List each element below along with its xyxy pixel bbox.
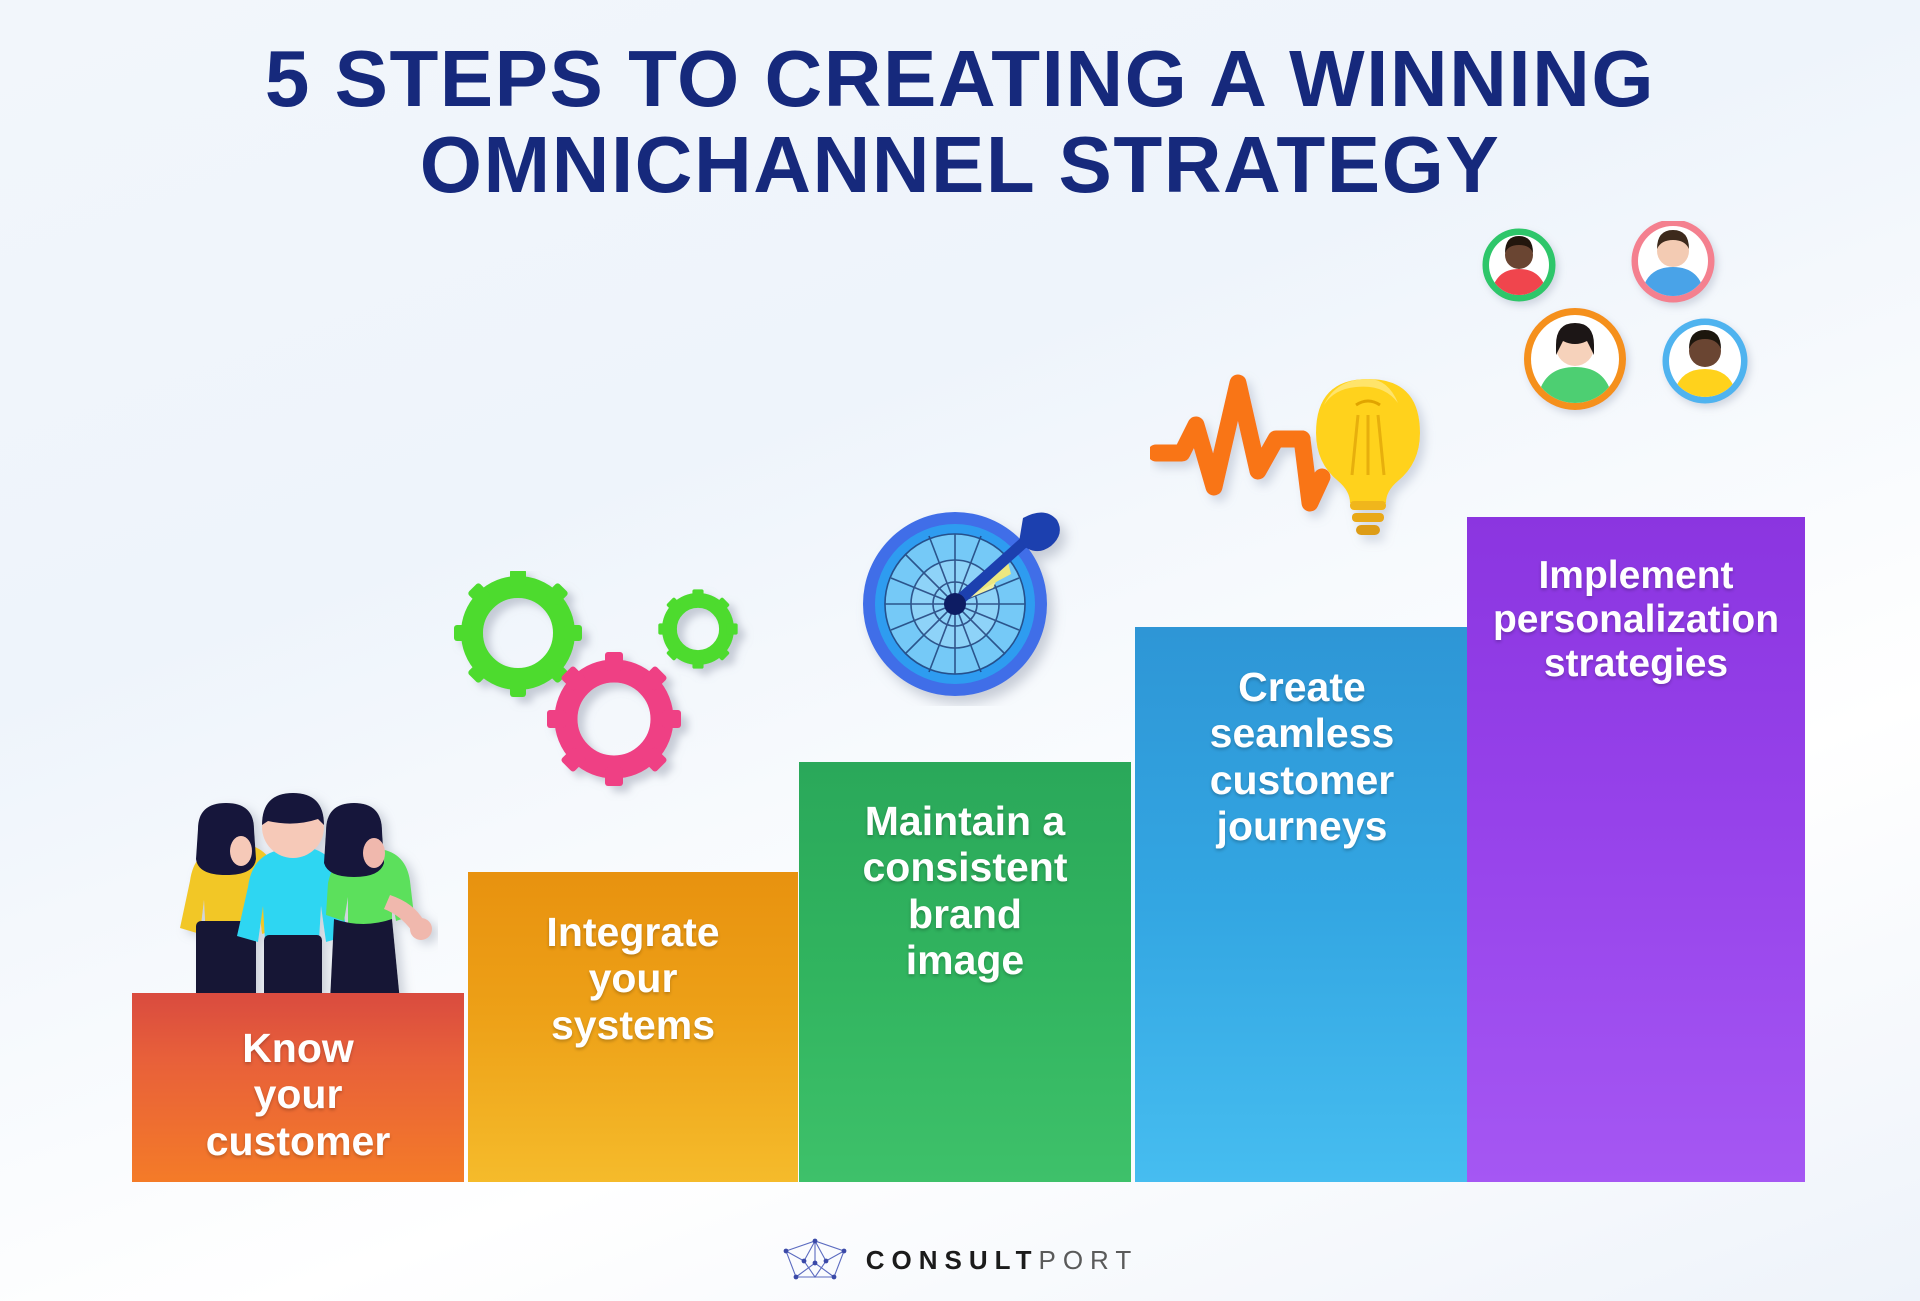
step-bar-2[interactable]: Integrate your systems bbox=[468, 872, 798, 1182]
brand-bold: CONSULT bbox=[865, 1244, 1039, 1275]
dartboard-target-icon bbox=[855, 496, 1090, 706]
page-title: 5 STEPS TO CREATING A WINNING OMNICHANNE… bbox=[0, 34, 1920, 210]
title-line-2: OMNICHANNEL STRATEGY bbox=[419, 120, 1501, 210]
brand-light: PORT bbox=[1038, 1244, 1139, 1275]
step-bar-4[interactable]: Create seamless customer journeys bbox=[1135, 627, 1469, 1182]
step-bar-5[interactable]: Implement personalization strategies bbox=[1467, 517, 1805, 1182]
consultport-crown-logo-icon bbox=[782, 1237, 848, 1283]
step-label-2: Integrate your systems bbox=[546, 909, 720, 1048]
brand-wordmark: CONSULTPORT bbox=[866, 1245, 1139, 1276]
footer-branding: CONSULTPORT bbox=[0, 1237, 1920, 1283]
title-line-1: 5 STEPS TO CREATING A WINNING bbox=[264, 34, 1656, 123]
step-bar-1[interactable]: Know your customer bbox=[132, 993, 464, 1182]
people-group-icon bbox=[138, 769, 438, 1001]
lightbulb-idea-icon bbox=[1147, 371, 1440, 561]
step-bar-3[interactable]: Maintain a consistent brand image bbox=[799, 762, 1131, 1182]
step-label-4: Create seamless customer journeys bbox=[1209, 664, 1395, 849]
user-avatars-icon bbox=[1475, 219, 1775, 421]
step-label-3: Maintain a consistent brand image bbox=[862, 798, 1068, 983]
step-label-1: Know your customer bbox=[205, 1025, 391, 1164]
step-label-5: Implement personalization strategies bbox=[1492, 554, 1780, 686]
gears-icon bbox=[436, 569, 766, 801]
